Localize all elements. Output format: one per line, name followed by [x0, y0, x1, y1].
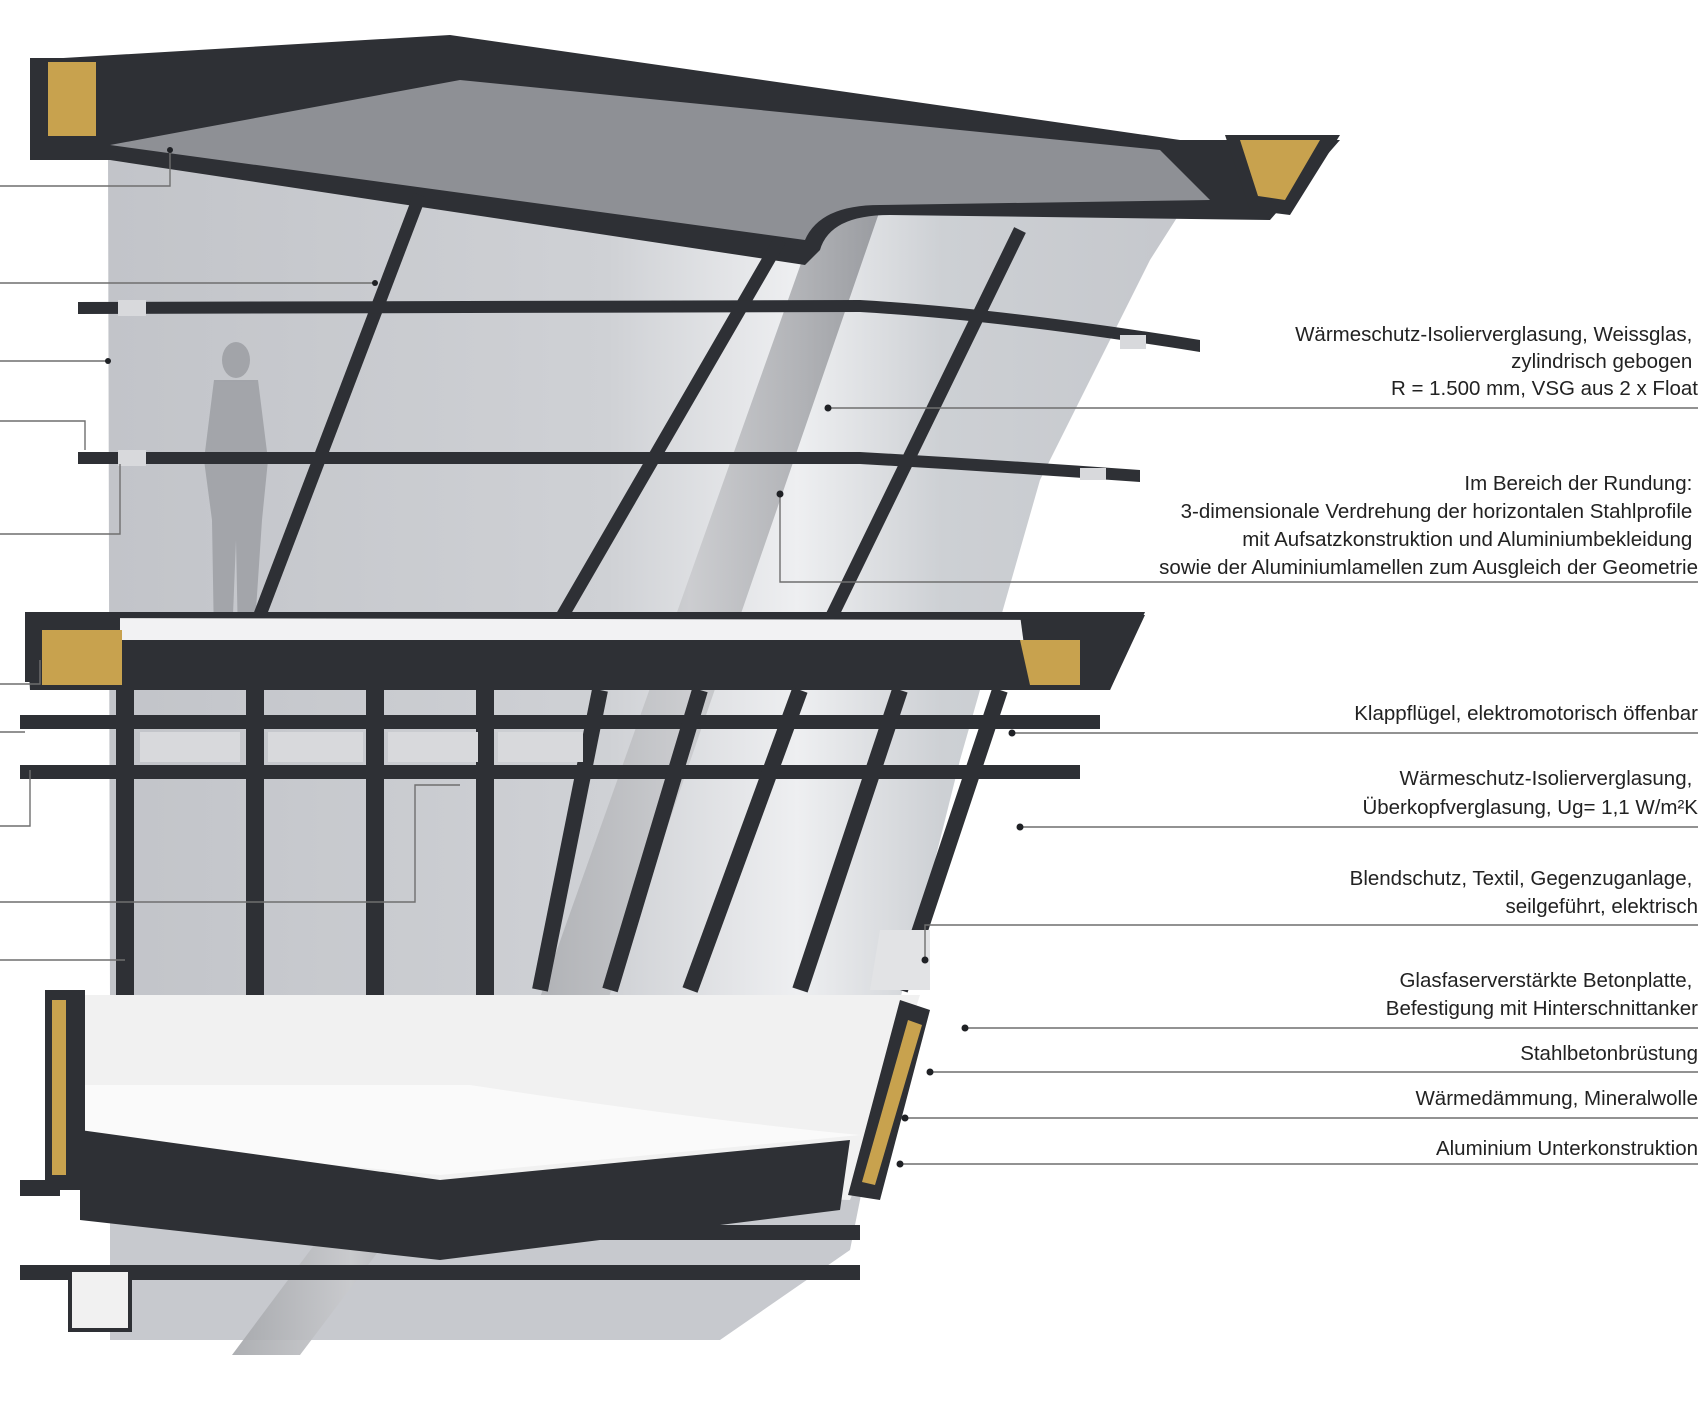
roof-slab	[30, 35, 1340, 265]
label-overhead-glazing: Wärmeschutz-Isolierverglasung, Überkopfv…	[1362, 767, 1698, 819]
label-aluminium-substructure: Aluminium Unterkonstruktion	[1436, 1137, 1698, 1160]
label-line: Stahlbetonbrüstung	[1520, 1042, 1698, 1065]
label-line: Wärmedämmung, Mineralwolle	[1415, 1087, 1698, 1110]
label-line: Im Bereich der Rundung:	[1464, 472, 1692, 495]
label-line: Wärmeschutz-Isolierverglasung, Weissglas…	[1295, 323, 1692, 346]
label-line: Blendschutz, Textil, Gegenzuganlage,	[1350, 867, 1693, 890]
label-line: Klappflügel, elektromotorisch öffenbar	[1354, 702, 1698, 725]
label-line: mit Aufsatzkonstruktion und Aluminiumbek…	[1242, 528, 1692, 551]
label-rounding-area: Im Bereich der Rundung: 3-dimensionale V…	[1159, 472, 1698, 579]
label-line: Aluminium Unterkonstruktion	[1436, 1137, 1698, 1160]
label-line: sowie der Aluminiumlamellen zum Ausgleic…	[1159, 556, 1698, 579]
label-thermal-insulation: Wärmedämmung, Mineralwolle	[1415, 1087, 1698, 1110]
label-line: Wärmeschutz-Isolierverglasung,	[1400, 767, 1693, 790]
label-glare-protection: Blendschutz, Textil, Gegenzuganlage, sei…	[1350, 867, 1698, 918]
annotation-labels: Wärmeschutz-Isolierverglasung, Weissglas…	[1159, 323, 1698, 1160]
label-line: Überkopfverglasung, Ug= 1,1 W/m²K	[1362, 796, 1698, 819]
label-insulating-glazing-curved: Wärmeschutz-Isolierverglasung, Weissglas…	[1295, 323, 1698, 400]
label-line: seilgeführt, elektrisch	[1505, 895, 1698, 918]
label-line: R = 1.500 mm, VSG aus 2 x Float	[1391, 377, 1698, 400]
label-concrete-parapet: Stahlbetonbrüstung	[1520, 1042, 1698, 1065]
leader-dots	[105, 147, 1024, 1168]
horizontal-transoms	[78, 300, 1200, 482]
lower-frame	[20, 687, 1100, 1000]
right-leader-lines	[779, 407, 1698, 1165]
label-line: Befestigung mit Hinterschnittanker	[1386, 997, 1698, 1020]
label-grc-panel: Glasfaserverstärkte Betonplatte, Befesti…	[1386, 969, 1698, 1020]
left-leader-lines	[0, 150, 460, 961]
label-top-hung-sash: Klappflügel, elektromotorisch öffenbar	[1354, 702, 1698, 725]
middle-slab	[25, 612, 1145, 690]
label-line: zylindrisch gebogen	[1511, 350, 1692, 373]
lower-beams	[20, 1180, 860, 1332]
label-line: 3-dimensionale Verdrehung der horizontal…	[1181, 500, 1693, 523]
label-line: Glasfaserverstärkte Betonplatte,	[1399, 969, 1692, 992]
person-silhouette	[204, 342, 268, 640]
